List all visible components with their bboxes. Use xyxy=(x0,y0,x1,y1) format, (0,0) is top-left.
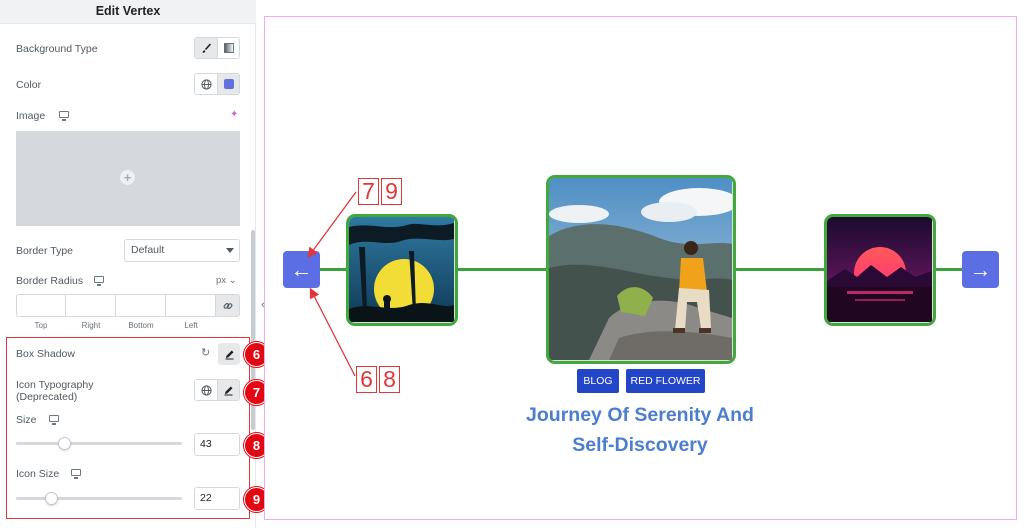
border-type-value: Default xyxy=(131,244,165,256)
background-type-label: Background Type xyxy=(16,43,98,55)
color-control xyxy=(194,73,240,95)
radius-label-top: Top xyxy=(34,321,48,330)
timeline-card-moon[interactable] xyxy=(346,214,458,326)
collapse-panel-chevron-icon[interactable]: ‹ xyxy=(261,299,265,311)
icon-size-input[interactable]: 22 xyxy=(194,487,240,510)
tag-blog[interactable]: BLOG xyxy=(577,369,619,393)
tag-red-flower[interactable]: RED FLOWER xyxy=(626,369,705,393)
next-arrow-button[interactable]: → xyxy=(962,251,999,288)
size-input[interactable]: 43 xyxy=(194,433,240,456)
unit-selector[interactable]: px ⌄ xyxy=(216,275,237,286)
post-title-line-1: Journey Of Serenity And xyxy=(526,404,754,426)
size-slider-track[interactable] xyxy=(16,442,182,445)
image-label: Image xyxy=(16,110,46,122)
gradient-icon[interactable] xyxy=(217,38,239,58)
arrow-right-icon: → xyxy=(969,256,992,282)
arrow-left-icon: ← xyxy=(290,256,313,282)
icon-typography-control xyxy=(194,379,240,401)
sunset-image xyxy=(827,217,932,322)
color-picker-swatch[interactable] xyxy=(217,74,239,94)
global-fonts-icon[interactable] xyxy=(195,380,217,400)
add-image-icon[interactable]: + xyxy=(120,170,135,185)
pencil-icon xyxy=(224,386,233,395)
icon-typography-deprecated-label: (Deprecated) xyxy=(16,391,78,403)
callout-label-7-9: 7 9 xyxy=(358,178,402,205)
icon-size-slider-thumb[interactable] xyxy=(44,492,58,505)
panel-scrollbar[interactable] xyxy=(251,230,255,430)
moon-night-image xyxy=(349,217,454,322)
callout-digit-9: 9 xyxy=(381,178,402,205)
post-title[interactable]: Journey Of Serenity And Self-Discovery xyxy=(490,400,790,460)
timeline-card-featured[interactable] xyxy=(546,175,736,364)
link-icon xyxy=(223,302,232,309)
callout-arrow-top xyxy=(307,191,357,259)
callout-digit-7: 7 xyxy=(358,178,379,205)
reset-icon[interactable]: ↻ xyxy=(201,347,211,359)
editor-panel: Edit Vertex Background Type Color Image … xyxy=(0,0,256,528)
box-shadow-edit-button[interactable] xyxy=(218,343,240,365)
callout-label-6-8: 6 8 xyxy=(356,366,400,393)
radius-bottom-input[interactable] xyxy=(116,294,166,317)
icon-size-label: Icon Size xyxy=(16,468,60,480)
radius-side-labels: Top Right Bottom Left xyxy=(16,321,216,330)
callout-digit-8: 8 xyxy=(379,366,400,393)
radius-left-input[interactable] xyxy=(166,294,216,317)
responsive-desktop-icon[interactable] xyxy=(49,415,59,425)
radius-label-left: Left xyxy=(184,321,198,330)
icon-typography-label: Icon Typography xyxy=(16,379,94,391)
global-colors-icon[interactable] xyxy=(195,74,217,94)
pencil-icon xyxy=(225,350,233,359)
responsive-desktop-icon[interactable] xyxy=(59,111,69,121)
box-shadow-label: Box Shadow xyxy=(16,348,75,360)
timeline-card-sunset[interactable] xyxy=(824,214,936,326)
panel-title: Edit Vertex xyxy=(0,0,256,24)
color-swatch xyxy=(223,79,234,89)
border-radius-inputs xyxy=(16,294,240,317)
background-type-toggle xyxy=(194,37,240,59)
link-values-button[interactable] xyxy=(216,294,240,317)
callout-arrow-bottom xyxy=(309,287,356,377)
radius-top-input[interactable] xyxy=(16,294,66,317)
radius-label-right: Right xyxy=(81,321,101,330)
size-slider-thumb[interactable] xyxy=(58,437,72,450)
highlight-box xyxy=(6,337,250,519)
callout-digit-6: 6 xyxy=(356,366,377,393)
chevron-down-icon xyxy=(226,248,234,253)
responsive-desktop-icon[interactable] xyxy=(71,469,81,479)
border-radius-label: Border Radius xyxy=(16,275,84,287)
post-title-line-2: Self-Discovery xyxy=(572,434,708,456)
typography-edit-button[interactable] xyxy=(217,380,239,400)
border-type-label: Border Type xyxy=(16,245,74,257)
hiker-mountain-image xyxy=(549,178,733,360)
classic-brush-icon[interactable] xyxy=(195,38,217,58)
ai-sparkle-icon[interactable]: ✦ xyxy=(230,109,239,120)
radius-right-input[interactable] xyxy=(66,294,116,317)
responsive-desktop-icon[interactable] xyxy=(94,276,104,286)
icon-size-slider-track[interactable] xyxy=(16,497,182,500)
border-type-select[interactable]: Default xyxy=(124,239,240,262)
radius-label-bottom: Bottom xyxy=(128,321,154,330)
size-label: Size xyxy=(16,414,37,426)
color-label: Color xyxy=(16,79,42,91)
